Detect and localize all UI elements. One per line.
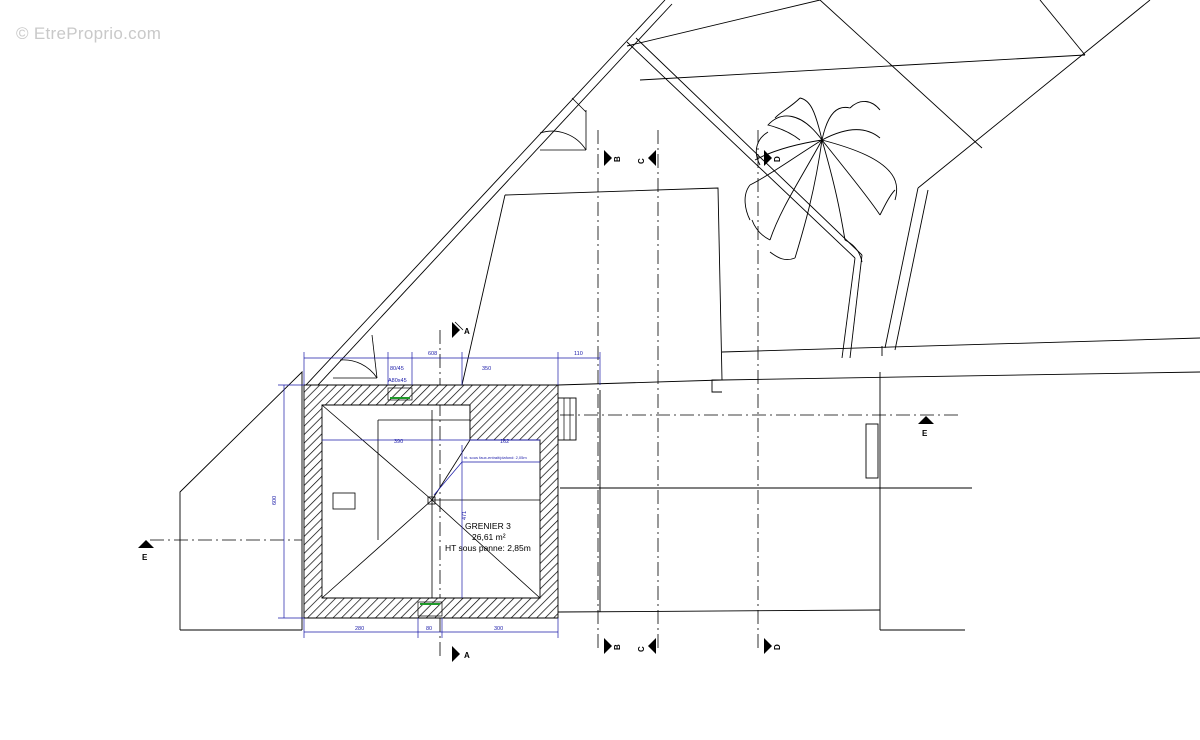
- dim-top-window: 80/45: [390, 366, 404, 372]
- dim-inner-width: 390: [394, 439, 403, 445]
- svg-text:D: D: [773, 156, 782, 162]
- dimension-lines: [278, 352, 601, 638]
- section-marker-a-bottom: A: [452, 646, 470, 662]
- svg-text:D: D: [773, 644, 782, 650]
- section-marker-b-top: B: [604, 150, 622, 166]
- dim-mid-vertical: 471: [462, 511, 468, 520]
- watermark: © EtreProprio.com: [16, 24, 162, 43]
- svg-text:A: A: [464, 651, 470, 660]
- section-marker-c-top: C: [637, 150, 656, 166]
- svg-text:C: C: [637, 158, 646, 164]
- room-area: 26,61 m²: [472, 532, 506, 542]
- door-swings: [333, 97, 587, 379]
- dim-top-mid: 350: [482, 366, 491, 372]
- dim-stair-width: 162: [500, 439, 509, 445]
- dim-left-total: 600: [272, 496, 278, 505]
- section-marker-e-right: E: [918, 416, 934, 438]
- dim-note: ht. sous faux-entrait/plafond: 2,05m: [464, 455, 527, 460]
- dim-bottom-mid: 80: [426, 626, 432, 632]
- section-marker-b-bottom: B: [604, 638, 622, 654]
- room-name: GRENIER 3: [465, 521, 511, 531]
- section-marker-e-left: E: [138, 540, 154, 562]
- section-marker-c-bottom: C: [637, 638, 656, 654]
- roof-lines: [321, 404, 541, 599]
- svg-text:E: E: [142, 553, 148, 562]
- section-marker-d-top: D: [764, 150, 782, 166]
- dim-bottom-right: 300: [494, 626, 503, 632]
- section-marker-d-bottom: D: [764, 638, 782, 654]
- site-outline: [179, 0, 1200, 631]
- windows: [387, 387, 443, 617]
- dim-window-small: A80x45: [388, 378, 407, 384]
- section-marker-a-top: A: [452, 321, 470, 338]
- dim-top-total: 608: [428, 351, 437, 357]
- svg-text:A: A: [464, 327, 470, 336]
- svg-text:B: B: [613, 644, 622, 650]
- room-height: HT sous panne: 2,85m: [445, 543, 531, 553]
- dim-bottom-left: 280: [355, 626, 364, 632]
- dim-top-right: 110: [574, 351, 583, 357]
- svg-text:C: C: [637, 646, 646, 652]
- svg-text:B: B: [613, 156, 622, 162]
- svg-text:E: E: [922, 429, 928, 438]
- tree-symbol: [744, 97, 898, 263]
